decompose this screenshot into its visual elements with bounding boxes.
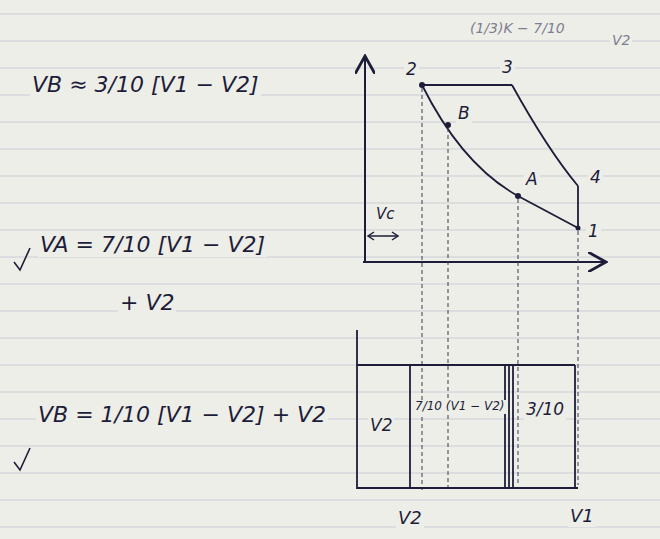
volume-label: V2 [368,416,394,436]
clearance-arrow [368,232,398,240]
state-letter: B [456,104,472,124]
axis-label: V1 [568,506,596,527]
ruled-lines [0,14,660,527]
state-number: 4 [588,168,603,188]
volume-label: 7/10 (V1 − V2) [413,400,507,414]
formula: + V2 [118,290,176,315]
projection-lines [422,88,578,490]
state-number: 1 [586,222,601,242]
state-number: 3 [500,58,515,78]
faint-note: (1/3)K − 7/10 [468,20,567,36]
formula: VB ≈ 3/10 [V1 − V2] [30,72,261,97]
check-marks [14,248,30,470]
state-points [419,82,581,231]
state-number: 2 [404,60,419,80]
state-letter: A [524,170,540,190]
formula: VB = 1/10 [V1 − V2] + V2 [36,402,328,427]
faint-note: V2 [610,32,632,48]
pv-axes [363,58,604,262]
volume-bar [357,330,578,488]
volume-label: 3/10 [524,400,566,420]
axis-label: V2 [396,508,424,529]
volume-label: Vc [374,206,397,223]
cycle-curves [422,85,578,228]
formula: VA = 7/10 [V1 − V2] [38,232,267,257]
